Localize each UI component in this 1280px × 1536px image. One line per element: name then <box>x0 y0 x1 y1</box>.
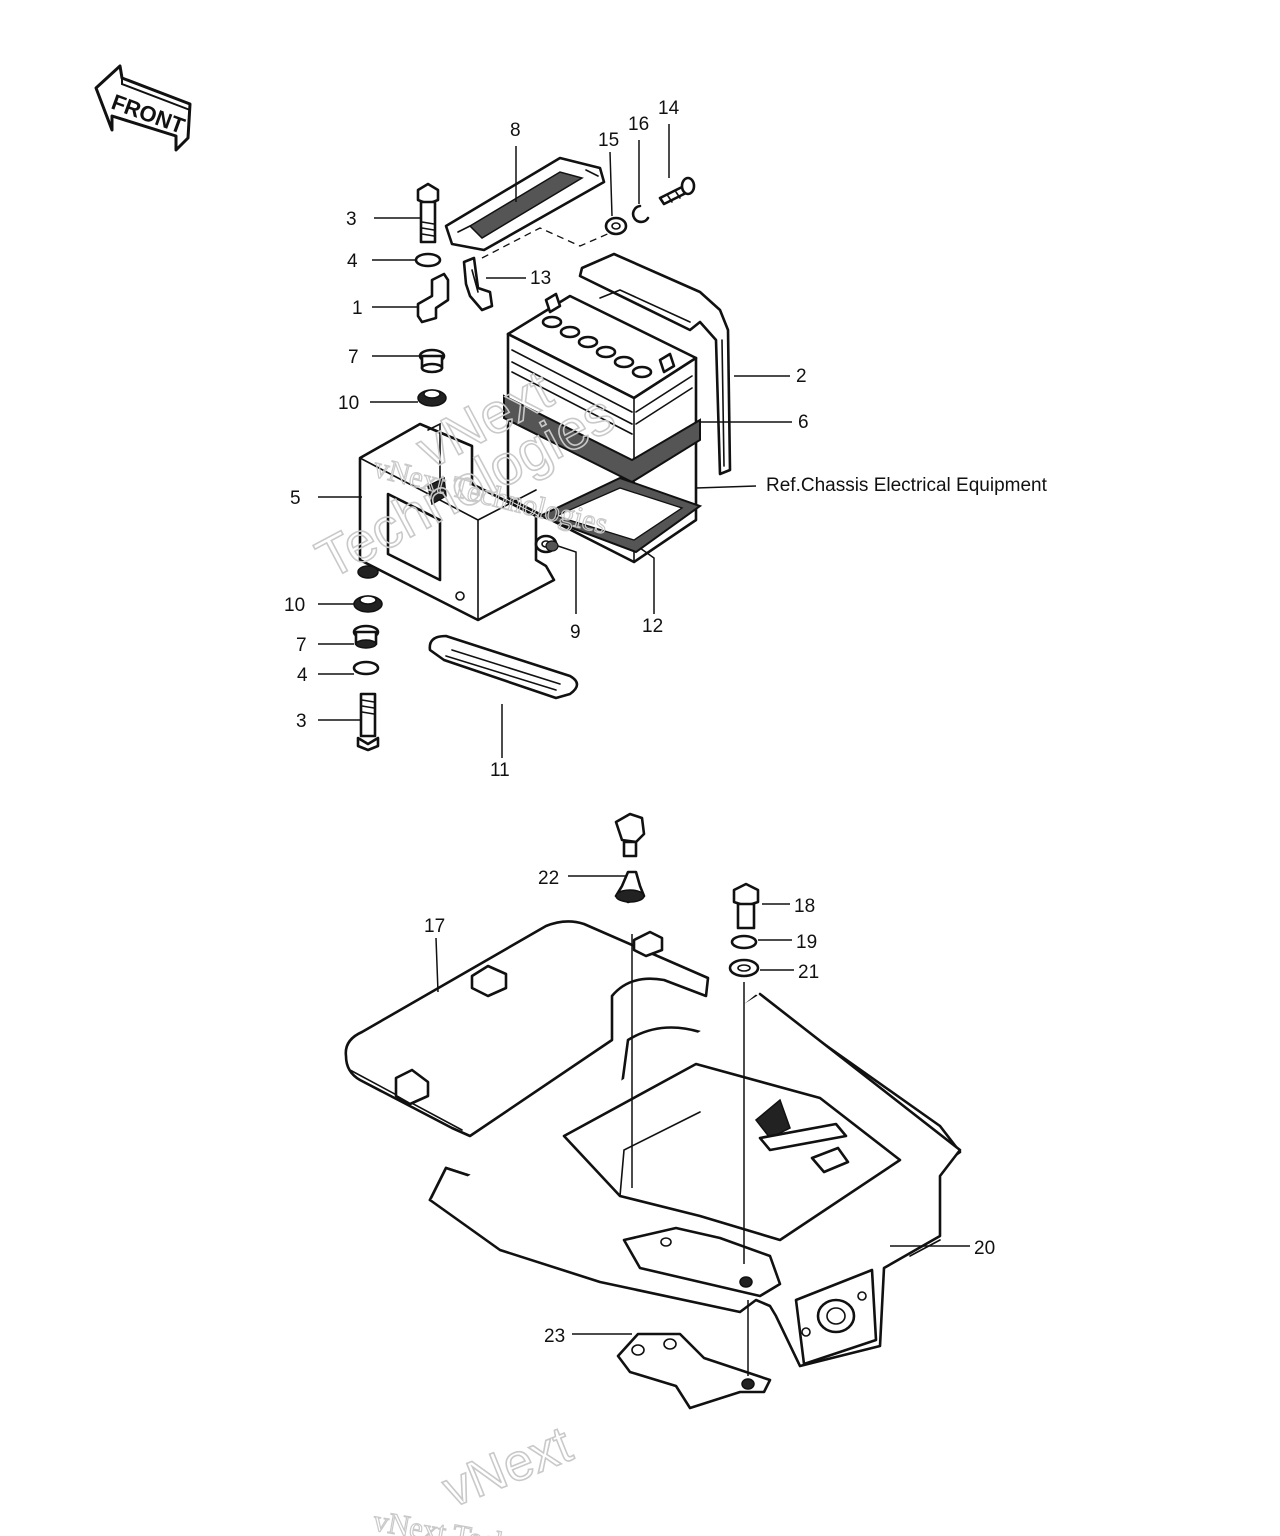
callout-labels: 1 2 3 3 4 4 5 6 7 7 8 9 10 10 11 12 13 1… <box>284 98 995 1347</box>
bracket-23-part <box>616 1332 772 1410</box>
callout-6: 6 <box>798 412 809 433</box>
battery-strap-part <box>444 156 606 252</box>
lock-washer-bottom-part <box>352 660 380 676</box>
tray-pad-part <box>428 634 579 700</box>
callout-19: 19 <box>796 932 817 953</box>
lid-part <box>344 920 710 1138</box>
battery-case-part <box>357 422 558 622</box>
bolt-top-part <box>416 182 440 244</box>
clip-part <box>614 812 646 904</box>
callout-15: 15 <box>598 130 619 151</box>
callout-3-top: 3 <box>346 209 357 230</box>
watermark-4: vNext <box>435 1415 580 1519</box>
nut-part <box>545 540 559 552</box>
callout-11: 11 <box>490 760 510 781</box>
tray-part <box>428 992 962 1368</box>
callout-22: 22 <box>538 868 559 889</box>
lock-washer-19-part <box>730 934 758 950</box>
callout-9: 9 <box>570 622 581 643</box>
callout-5: 5 <box>290 488 301 509</box>
callout-3-bottom: 3 <box>296 711 307 732</box>
battery-cover-part <box>578 252 732 476</box>
terminal-hardware <box>604 176 696 236</box>
callout-2: 2 <box>796 366 807 387</box>
callout-10-top: 10 <box>338 393 359 414</box>
callout-20: 20 <box>974 1238 995 1259</box>
callout-7-top: 7 <box>348 347 359 368</box>
callout-7-bottom: 7 <box>296 635 307 656</box>
callout-13: 13 <box>530 268 551 289</box>
callout-16: 16 <box>628 114 649 135</box>
washer-21-part <box>728 958 760 978</box>
bolt-bottom-part <box>356 692 380 752</box>
collar-bottom-part <box>352 624 380 649</box>
upper-leader-lines <box>318 124 792 758</box>
bolt-18-part <box>732 882 760 930</box>
damper-top-part <box>417 389 447 407</box>
front-arrow-icon: FRONT <box>94 64 192 152</box>
lock-washer-top-part <box>414 252 442 268</box>
callout-8: 8 <box>510 120 521 141</box>
callout-1: 1 <box>352 298 363 319</box>
watermark-5: vNext Technologies <box>371 1504 613 1536</box>
callout-21: 21 <box>798 962 819 983</box>
callout-23: 23 <box>544 1326 565 1347</box>
callout-10-bottom: 10 <box>284 595 305 616</box>
reference-note: Ref.Chassis Electrical Equipment <box>766 475 1048 496</box>
damper-bottom-part <box>353 595 383 613</box>
battery-pad-part <box>537 476 703 554</box>
callout-4-bottom: 4 <box>297 665 308 686</box>
callout-4-top: 4 <box>347 251 358 272</box>
callout-17: 17 <box>424 916 445 937</box>
bracket-part <box>416 272 450 324</box>
collar-top-part <box>418 348 446 374</box>
callout-14: 14 <box>658 98 680 119</box>
callout-12: 12 <box>642 616 663 637</box>
callout-18: 18 <box>794 896 815 917</box>
terminal-part <box>462 256 494 312</box>
lower-leader-lines <box>435 875 970 1335</box>
connection-dashed-line <box>481 227 613 259</box>
